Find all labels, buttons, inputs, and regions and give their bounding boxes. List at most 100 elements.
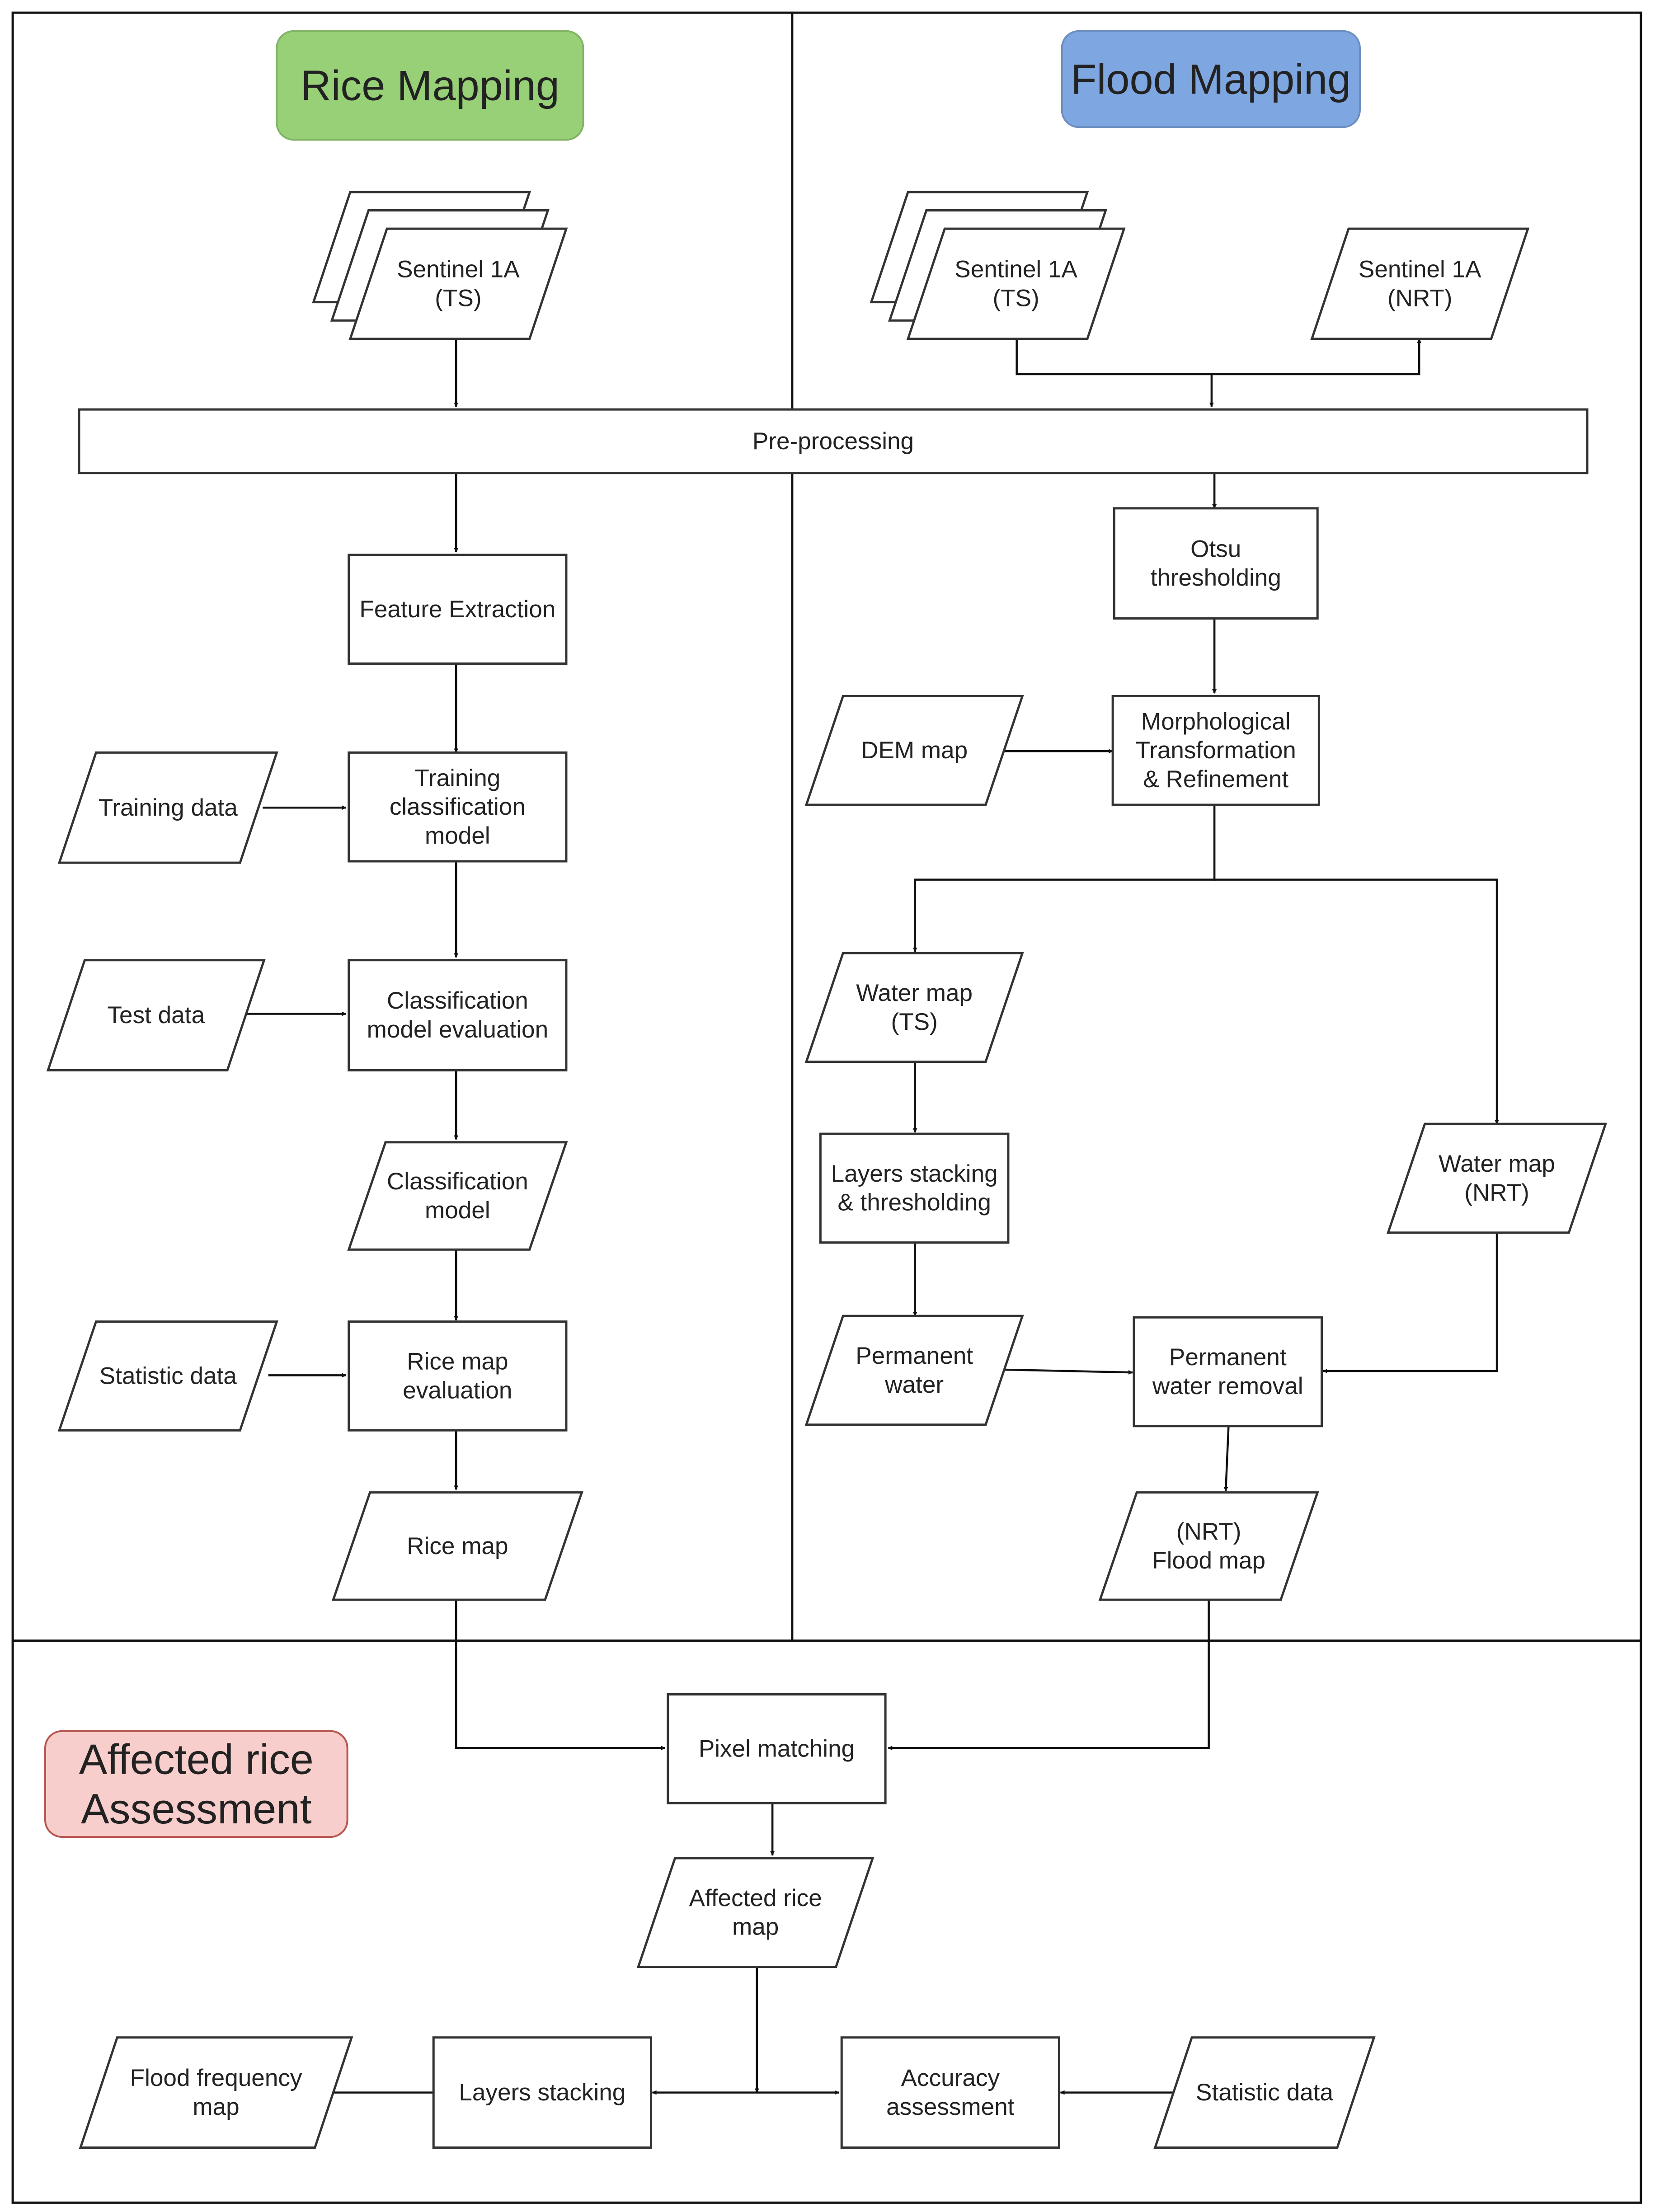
rice-map-evaluation-shape xyxy=(348,1320,568,1432)
flood-mapping-header: Flood Mapping xyxy=(1061,30,1361,128)
statistic-data-rice-node: Statistic data xyxy=(57,1320,278,1432)
connector-arrow xyxy=(1223,1426,1230,1492)
feature-extraction-node: Feature Extraction xyxy=(348,554,568,665)
flood-sentinel-ts-label: Sentinel 1A xyxy=(954,256,1077,283)
feature-extraction-label: Feature Extraction xyxy=(359,596,555,623)
accuracy-assessment-label: assessment xyxy=(886,2094,1015,2120)
statistic-data-rice-shape xyxy=(57,1320,278,1432)
rice-map-evaluation-label: Rice map xyxy=(407,1348,508,1375)
flood-frequency-map-node: Flood frequency map xyxy=(79,2036,353,2149)
otsu-label: thresholding xyxy=(1151,564,1281,591)
morphological-label: & Refinement xyxy=(1143,766,1288,793)
feature-extraction-shape xyxy=(348,554,568,665)
connector-arrow xyxy=(1016,338,1422,376)
water-map-nrt-node: Water map(NRT) xyxy=(1386,1122,1608,1234)
nrt-flood-map-shape xyxy=(1098,1491,1319,1601)
water-map-ts-shape xyxy=(804,952,1024,1063)
connector-arrow xyxy=(888,1600,1210,1751)
model-evaluation-label: model evaluation xyxy=(367,1016,549,1043)
nrt-flood-map-node: (NRT)Flood map xyxy=(1098,1491,1319,1601)
water-map-nrt-label: Water map xyxy=(1439,1151,1555,1177)
rice-map-node: Rice map xyxy=(331,1491,583,1601)
layers-stacking-shape xyxy=(432,2036,652,2149)
flood-sentinel-nrt-label: Sentinel 1A xyxy=(1359,256,1481,283)
layers-stacking-node: Layers stacking xyxy=(432,2036,652,2149)
rice-map-evaluation-label: evaluation xyxy=(403,1377,512,1404)
water-map-nrt-shape xyxy=(1386,1122,1608,1234)
flood-frequency-map-label: map xyxy=(193,2094,239,2120)
flood-sentinel-nrt-label: (NRT) xyxy=(1387,285,1453,311)
rice-mapping-header: Rice Mapping xyxy=(276,30,584,141)
affected-rice-map-node: Affected rice map xyxy=(636,1857,875,1968)
section-frames xyxy=(11,11,1642,2204)
affected-rice-map-label: map xyxy=(732,1914,779,1940)
layers-stacking-thresholding-node: Layers stacking& thresholding xyxy=(819,1132,1010,1244)
rice-sentinel-label: Sentinel 1A xyxy=(397,256,520,283)
rice-sentinel-node: Sentinel 1A(TS) xyxy=(312,191,568,340)
affected-rice-assessment-header-label: Affected rice xyxy=(79,1736,314,1783)
permanent-water-label: Permanent xyxy=(856,1343,973,1369)
preprocessing-label: Pre-processing xyxy=(752,428,914,455)
permanent-water-removal-label: Permanent xyxy=(1169,1344,1287,1371)
model-evaluation-label: Classification xyxy=(387,987,528,1014)
layers-stacking-label: Layers stacking xyxy=(459,2079,625,2106)
morphological-label: Transformation xyxy=(1136,737,1296,764)
classification-model-shape xyxy=(347,1141,568,1251)
affected-rice-map-shape xyxy=(636,1857,875,1968)
rice-sentinel-label: (TS) xyxy=(435,285,481,311)
preprocessing-shape xyxy=(78,408,1589,474)
flood-sentinel-ts-label: (TS) xyxy=(993,285,1039,311)
classification-model-label: model xyxy=(425,1197,490,1224)
morphological-shape xyxy=(1111,695,1320,806)
training-model-label: Training xyxy=(414,765,500,791)
model-evaluation-shape xyxy=(348,959,568,1071)
training-data-node: Training data xyxy=(57,751,278,864)
permanent-water-shape xyxy=(804,1315,1024,1426)
connector-arrow xyxy=(1322,1232,1498,1373)
rice-mapping-header-label: Rice Mapping xyxy=(301,62,560,109)
water-map-nrt-label: (NRT) xyxy=(1464,1179,1529,1206)
nrt-flood-map-label: (NRT) xyxy=(1176,1518,1241,1545)
test-data-shape xyxy=(46,959,266,1071)
affected-rice-map-label: Affected rice xyxy=(689,1885,822,1911)
rice-sentinel-shape xyxy=(348,227,568,340)
flood-frequency-map-shape xyxy=(79,2036,353,2149)
accuracy-assessment-shape xyxy=(840,2036,1060,2149)
accuracy-assessment-node: Accuracy assessment xyxy=(840,2036,1060,2149)
permanent-water-removal-label: water removal xyxy=(1152,1373,1303,1400)
connector-arrow xyxy=(912,805,1216,952)
layers-stacking-thresholding-label: Layers stacking xyxy=(831,1160,998,1187)
rice-map-shape xyxy=(331,1491,583,1601)
permanent-water-removal-shape xyxy=(1133,1316,1323,1428)
water-map-ts-label: Water map xyxy=(856,980,973,1006)
layers-stacking-thresholding-label: & thresholding xyxy=(837,1189,991,1216)
dem-map-shape xyxy=(804,695,1024,806)
training-data-label: Training data xyxy=(99,794,238,821)
flood-sentinel-nrt-shape xyxy=(1310,227,1530,340)
outer-frame xyxy=(11,11,1642,2204)
dem-map-node: DEM map xyxy=(804,695,1024,806)
statistic-data-rice-label: Statistic data xyxy=(99,1362,237,1389)
nodes: Sentinel 1A(TS)Sentinel 1A(TS)Sentinel 1… xyxy=(46,191,1608,2149)
connectors xyxy=(243,338,1500,2095)
training-model-shape xyxy=(348,751,568,863)
preprocessing-node: Pre-processing xyxy=(78,408,1589,474)
water-map-ts-node: Water map(TS) xyxy=(804,952,1024,1063)
statistic-data-assess-label: Statistic data xyxy=(1196,2079,1334,2106)
pixel-matching-node: Pixel matching xyxy=(667,1693,887,1804)
nrt-flood-map-label: Flood map xyxy=(1152,1547,1265,1574)
dem-map-label: DEM map xyxy=(861,737,968,764)
test-data-node: Test data xyxy=(46,959,266,1071)
accuracy-assessment-label: Accuracy xyxy=(901,2065,1000,2091)
statistic-data-assess-node: Statistic data xyxy=(1153,2036,1376,2149)
flood-sentinel-nrt-node: Sentinel 1A(NRT) xyxy=(1310,227,1530,340)
flood-frequency-map-label: Flood frequency xyxy=(130,2065,302,2091)
connector-arrow xyxy=(1002,1368,1133,1375)
